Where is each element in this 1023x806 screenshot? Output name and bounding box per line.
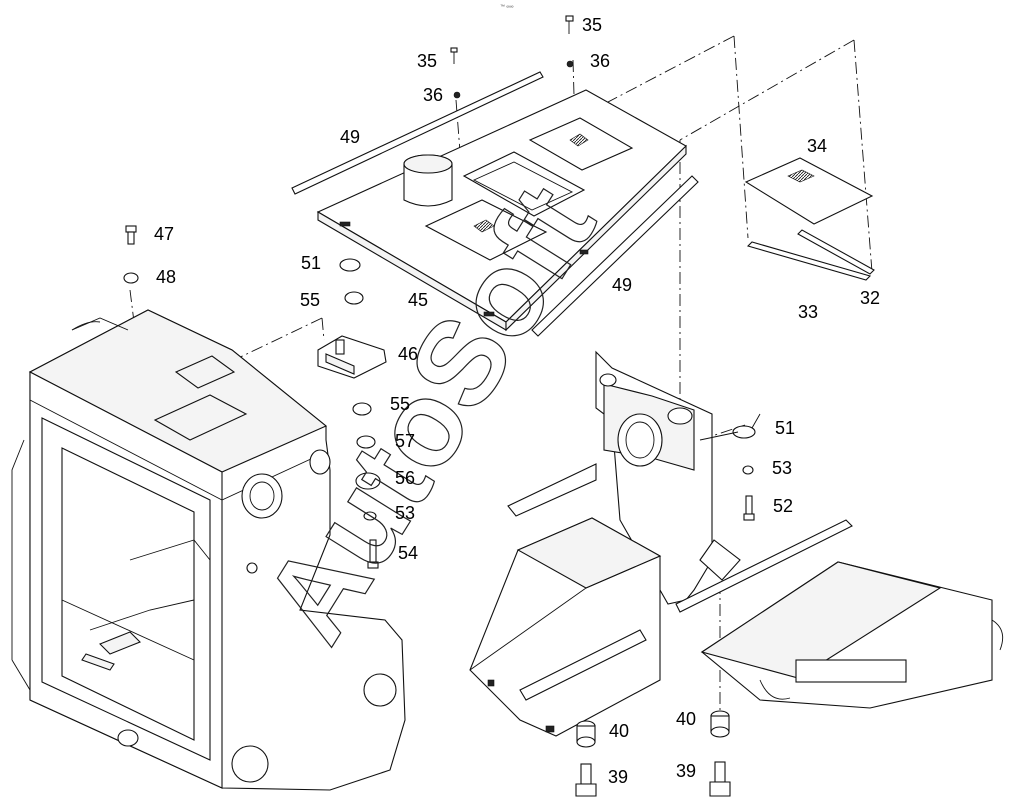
- spacer-40-a: [576, 720, 596, 748]
- washer-53-b: [742, 465, 754, 475]
- bolt-54: [367, 539, 379, 569]
- main-frame: [11, 309, 406, 791]
- inspection-cover: [744, 157, 874, 225]
- callout-36: 36: [423, 85, 443, 105]
- callout-46: 46: [398, 344, 418, 364]
- callout-39: 39: [608, 767, 628, 787]
- callout-51: 51: [775, 418, 795, 438]
- bolt-39-b: [709, 761, 731, 797]
- seal-strip-right: [531, 175, 699, 337]
- callout-40: 40: [676, 709, 696, 729]
- washer-55-b: [352, 402, 372, 416]
- bolt-52: [743, 495, 755, 521]
- bolt-35-b: [565, 15, 574, 34]
- lower-box-housing: [469, 517, 662, 737]
- mount-56: [355, 472, 381, 490]
- callout-39: 39: [676, 761, 696, 781]
- washer-55-a: [344, 291, 364, 305]
- spacer-40-b: [710, 710, 730, 738]
- header-mark: ™ ∞∞: [500, 4, 514, 10]
- pedestal-bracket: [507, 350, 853, 613]
- callout-33: 33: [798, 302, 818, 322]
- callout-47: 47: [154, 224, 174, 244]
- callout-56: 56: [395, 468, 415, 488]
- callout-55: 55: [300, 290, 320, 310]
- washer-48: [123, 272, 139, 284]
- gasket-33: [746, 241, 872, 281]
- callout-49: 49: [612, 275, 632, 295]
- callout-34: 34: [807, 136, 827, 156]
- leader-lines: [699, 413, 761, 441]
- callout-53: 53: [395, 503, 415, 523]
- callout-49: 49: [340, 127, 360, 147]
- callout-40: 40: [609, 721, 629, 741]
- washer-36-b: [566, 60, 574, 68]
- bolt-39-a: [575, 763, 597, 797]
- right-platform: [700, 561, 1004, 709]
- callout-53: 53: [772, 458, 792, 478]
- callout-35: 35: [417, 51, 437, 71]
- callout-48: 48: [156, 267, 176, 287]
- bolt-35-a: [450, 47, 458, 64]
- bracket-46: [317, 335, 387, 379]
- mount-51-a: [339, 258, 361, 272]
- callout-32: 32: [860, 288, 880, 308]
- callout-51: 51: [301, 253, 321, 273]
- bolt-47: [125, 225, 137, 245]
- seal-strip-top: [291, 71, 544, 195]
- callout-57: 57: [395, 431, 415, 451]
- gasket-32: [797, 229, 875, 275]
- washer-57: [356, 435, 376, 449]
- mount-51-b: [732, 425, 756, 439]
- callout-52: 52: [773, 496, 793, 516]
- callout-55: 55: [390, 394, 410, 414]
- washer-53-a: [363, 511, 377, 521]
- callout-36: 36: [590, 51, 610, 71]
- callout-35: 35: [582, 15, 602, 35]
- callout-54: 54: [398, 543, 418, 563]
- washer-36-a: [453, 91, 461, 99]
- top-cover-plate: [316, 89, 687, 332]
- callout-45: 45: [408, 290, 428, 310]
